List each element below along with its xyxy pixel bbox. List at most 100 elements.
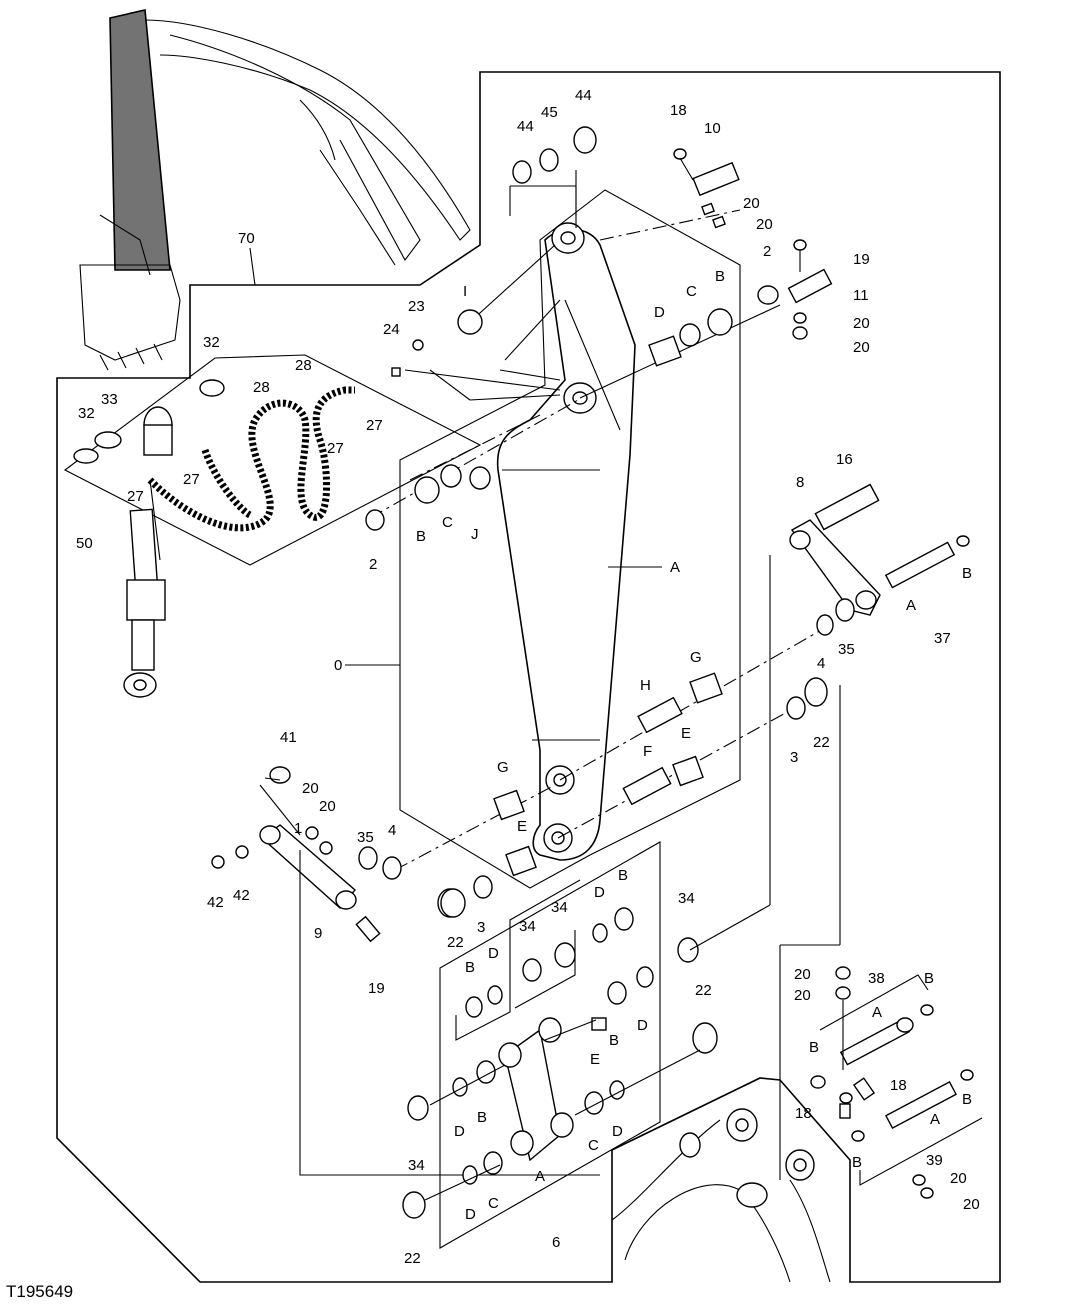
- callout-39: 39: [926, 1152, 943, 1169]
- callout-D3: D: [637, 1017, 648, 1034]
- callout-28a: 28: [295, 357, 312, 374]
- callout-G2: G: [497, 759, 509, 776]
- callout-27a: 27: [366, 417, 383, 434]
- callout-A6: A: [535, 1168, 545, 1185]
- callout-34c: 34: [678, 890, 695, 907]
- callout-32a: 32: [203, 334, 220, 351]
- hose-28a: [147, 386, 355, 532]
- callout-B38a: B: [924, 970, 934, 987]
- callout-1: 1: [294, 820, 302, 837]
- callout-33: 33: [101, 391, 118, 408]
- callout-C2: C: [488, 1195, 499, 1212]
- callout-A38: A: [872, 1004, 882, 1021]
- callout-2a: 2: [763, 243, 771, 260]
- callout-45: 45: [541, 104, 558, 121]
- callout-22a: 22: [813, 734, 830, 751]
- callout-44a: 44: [517, 118, 534, 135]
- callout-38: 38: [868, 970, 885, 987]
- callout-C1: C: [588, 1137, 599, 1154]
- callout-B-top: B: [715, 268, 725, 285]
- excavator-silhouette: [79, 9, 471, 371]
- callout-22d: 22: [404, 1250, 421, 1267]
- callout-32b: 32: [78, 405, 95, 422]
- callout-35b: 35: [357, 829, 374, 846]
- callout-6: 6: [552, 1234, 560, 1251]
- callout-3b: 3: [477, 919, 485, 936]
- link-group-6-box: [439, 841, 661, 1249]
- arm-housing-outline: [399, 189, 741, 889]
- callout-20e: 20: [302, 780, 319, 797]
- callout-27c: 27: [183, 471, 200, 488]
- callout-42b: 42: [233, 887, 250, 904]
- callout-B2: B: [465, 959, 475, 976]
- callout-20i: 20: [950, 1170, 967, 1187]
- callout-D1: D: [594, 884, 605, 901]
- callout-22b: 22: [447, 934, 464, 951]
- callout-I-top: I: [463, 283, 467, 300]
- callout-20c: 20: [853, 315, 870, 332]
- callout-20f: 20: [319, 798, 336, 815]
- upper-parts: [365, 126, 970, 877]
- callout-20b: 20: [756, 216, 773, 233]
- callout-D4: D: [454, 1123, 465, 1140]
- link-group-6: [402, 555, 841, 1219]
- callout-D2: D: [488, 945, 499, 962]
- callout-23: 23: [408, 298, 425, 315]
- callout-B3: B: [609, 1032, 619, 1049]
- callout-E1: E: [681, 725, 691, 742]
- callout-20a: 20: [743, 195, 760, 212]
- callout-18b: 18: [890, 1077, 907, 1094]
- callout-3a: 3: [790, 749, 798, 766]
- callout-labels: 70 50 0 44 45 44 18 10 20 20 2 19 B 11 2…: [6, 87, 980, 1301]
- callout-18a: 18: [670, 102, 687, 119]
- hose-28b: [201, 448, 252, 519]
- callout-37: 37: [934, 630, 951, 647]
- callout-50: 50: [76, 535, 93, 552]
- figure-id: T195649: [6, 1282, 73, 1301]
- callout-8: 8: [796, 474, 804, 491]
- callout-42a: 42: [207, 894, 224, 911]
- callout-4b: 4: [388, 822, 396, 839]
- callout-C-top: C: [686, 283, 697, 300]
- callout-11: 11: [853, 287, 869, 304]
- callout-20h: 20: [794, 987, 811, 1004]
- callout-G1: G: [690, 649, 702, 666]
- callout-27d: 27: [127, 488, 144, 505]
- callout-A-long: A: [670, 559, 680, 576]
- callout-A-pin37: A: [906, 597, 916, 614]
- callout-2b: 2: [369, 556, 377, 573]
- callout-16: 16: [836, 451, 853, 468]
- callout-D5: D: [612, 1123, 623, 1140]
- callout-C-mid: C: [442, 514, 453, 531]
- callout-B38b: B: [809, 1039, 819, 1056]
- callout-27b: 27: [327, 440, 344, 457]
- callout-41: 41: [280, 729, 297, 746]
- callout-24: 24: [383, 321, 400, 338]
- cylinder-50: [123, 479, 166, 698]
- callout-19a: 19: [853, 251, 870, 268]
- callout-20g: 20: [794, 966, 811, 983]
- callout-44b: 44: [575, 87, 592, 104]
- callout-19b: 19: [368, 980, 385, 997]
- callout-F: F: [643, 743, 652, 760]
- callout-A39: A: [930, 1111, 940, 1128]
- callout-34b: 34: [551, 899, 568, 916]
- callout-J: J: [471, 526, 479, 543]
- callout-20j: 20: [963, 1196, 980, 1213]
- callout-H: H: [640, 677, 651, 694]
- callout-D6: D: [465, 1206, 476, 1223]
- callout-B-pin37: B: [962, 565, 972, 582]
- callout-B39a: B: [962, 1091, 972, 1108]
- callout-10: 10: [704, 120, 721, 137]
- callout-9: 9: [314, 925, 322, 942]
- callout-34d: 34: [408, 1157, 425, 1174]
- callout-E2: E: [517, 818, 527, 835]
- bucket-body: [611, 1108, 831, 1283]
- callout-34a: 34: [519, 918, 536, 935]
- callout-0: 0: [334, 657, 342, 674]
- callout-B39c: B: [852, 1154, 862, 1171]
- callout-4a: 4: [817, 655, 825, 672]
- callout-18c: 18: [795, 1105, 812, 1122]
